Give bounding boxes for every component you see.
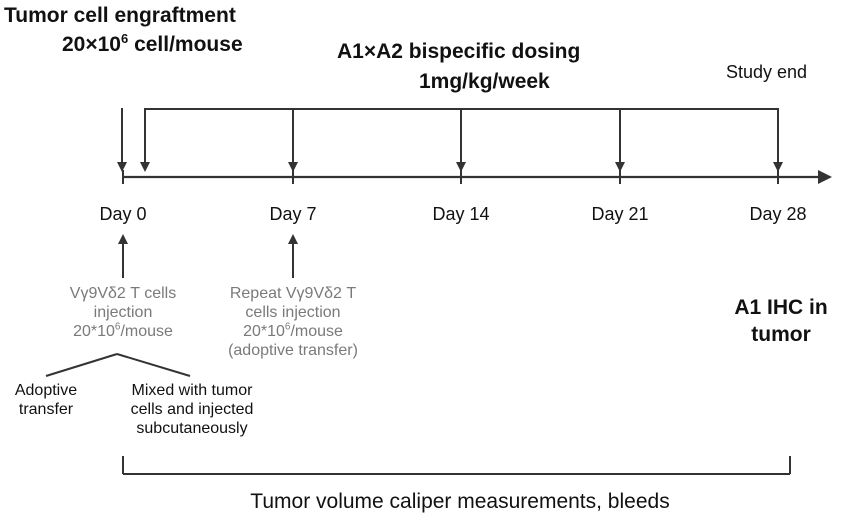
branch-line-left bbox=[45, 353, 118, 377]
dosing-schedule: 1mg/kg/week bbox=[419, 70, 550, 93]
ihc-label: A1 IHC in tumor bbox=[716, 294, 846, 349]
day21-label: Day 21 bbox=[591, 204, 649, 224]
branch-mixed-line3: subcutaneously bbox=[136, 419, 248, 437]
tcell-injection-day0-line1: Vγ9Vδ2 T cells bbox=[69, 285, 177, 302]
study-end-label: Study end bbox=[726, 62, 808, 82]
tcell-injection-day7-line2: cells injection bbox=[245, 303, 341, 321]
branch-adoptive-transfer: Adoptive transfer bbox=[0, 382, 92, 420]
engraftment-dose-base: 20×10 bbox=[62, 33, 121, 56]
tcell-injection-day7-line4: (adoptive transfer) bbox=[228, 341, 358, 359]
ihc-line2: tumor bbox=[751, 323, 811, 347]
measurements-label: Tumor volume caliper measurements, bleed… bbox=[250, 490, 670, 513]
engraftment-title: Tumor cell engraftment bbox=[4, 4, 236, 27]
engraftment-dose: 20×106 cell/mouse bbox=[62, 31, 243, 58]
branch-mixed-line2: cells and injected bbox=[130, 400, 254, 418]
tcell-injection-day7-dose-base: 20*10 bbox=[243, 322, 285, 340]
tcell-injection-day0-line2: injection bbox=[93, 303, 153, 321]
branch-line-right bbox=[116, 353, 191, 377]
day0-label: Day 0 bbox=[99, 204, 147, 224]
branch-mixed-line1: Mixed with tumor bbox=[131, 382, 253, 399]
tcell-injection-day7-dose-exponent: 6 bbox=[284, 321, 291, 333]
branch-adoptive-transfer-line1: Adoptive bbox=[14, 382, 78, 399]
ihc-line1: A1 IHC in bbox=[734, 296, 828, 319]
tcell-injection-day0-line3: 20*106/mouse bbox=[43, 321, 203, 342]
tcell-injection-day7-line1: Repeat Vγ9Vδ2 T bbox=[229, 285, 357, 302]
timeline-axis-arrowhead bbox=[818, 170, 832, 184]
tcell-injection-day7: Repeat Vγ9Vδ2 T cells injection 20*106/m… bbox=[208, 285, 378, 361]
engraftment-dose-exponent: 6 bbox=[120, 31, 129, 46]
tcell-injection-day0-dose-exponent: 6 bbox=[114, 321, 121, 333]
engraftment-dose-unit: cell/mouse bbox=[128, 33, 243, 56]
day7-label: Day 7 bbox=[269, 204, 317, 224]
branch-mixed-subcutaneous: Mixed with tumor cells and injected subc… bbox=[112, 382, 272, 439]
tcell-injection-day0-dose-unit: /mouse bbox=[120, 322, 173, 340]
branch-adoptive-transfer-line2: transfer bbox=[18, 400, 74, 418]
tcell-injection-day0: Vγ9Vδ2 T cells injection 20*106/mouse bbox=[43, 285, 203, 342]
day14-label: Day 14 bbox=[432, 204, 490, 224]
tcell-injection-day7-line3: 20*106/mouse bbox=[208, 321, 378, 342]
day28-label: Day 28 bbox=[749, 204, 807, 224]
tcell-injection-day7-dose-unit: /mouse bbox=[290, 322, 343, 340]
tcell-injection-day0-dose-base: 20*10 bbox=[73, 322, 115, 340]
dosing-title: A1×A2 bispecific dosing bbox=[337, 40, 581, 63]
